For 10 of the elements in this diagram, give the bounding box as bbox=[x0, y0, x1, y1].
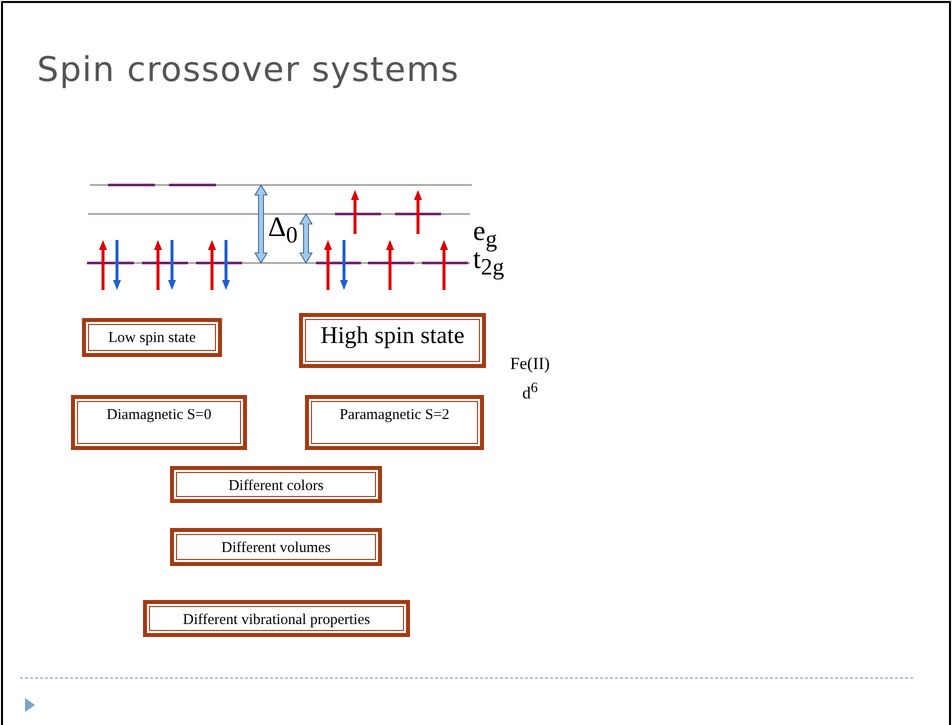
text-box: Different volumes bbox=[170, 528, 382, 566]
ion-label: Fe(II) d$^{6}$ bbox=[509, 353, 551, 405]
text-box: Different vibrational properties bbox=[143, 600, 410, 637]
text-box: Paramagnetic S=2 bbox=[305, 395, 484, 450]
text-box: Low spin state bbox=[82, 318, 222, 357]
delta-symbol: Δ$_{0}$ bbox=[268, 214, 298, 248]
slide-title: Spin crossover systems bbox=[37, 50, 460, 90]
text-box: Diamagnetic S=0 bbox=[71, 395, 247, 450]
text-box: High spin state bbox=[299, 313, 486, 368]
text-box: Different colors bbox=[170, 466, 382, 503]
